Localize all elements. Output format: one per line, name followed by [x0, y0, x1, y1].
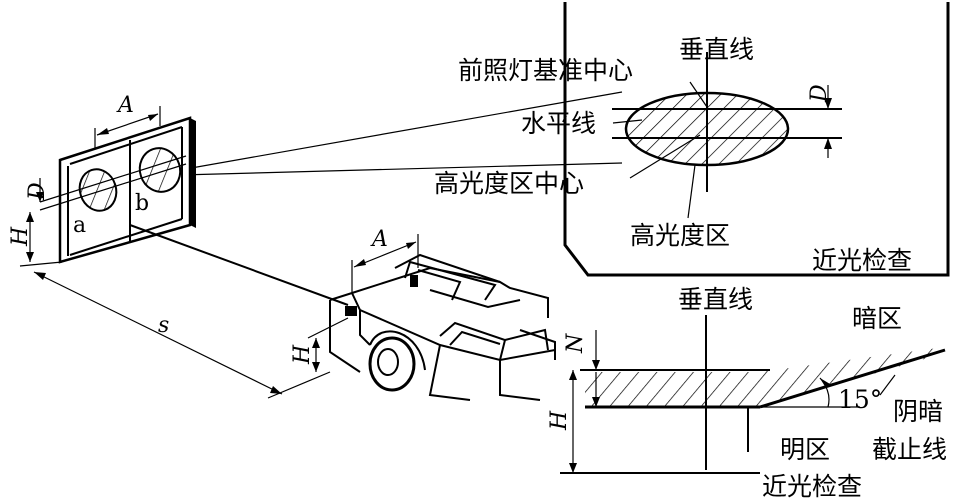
bright-zone-label: 明区: [780, 435, 830, 464]
low-beam-check-label-bottom: 近光检查: [762, 472, 862, 501]
inset-low-beam: 垂直线 15° 暗区 阴暗 截止线 明区 近光检查 N H: [547, 285, 947, 501]
cutoff-line-label-1: 阴暗: [893, 397, 943, 426]
screen-a-label: A: [116, 93, 134, 118]
cutoff-line-label-2: 截止线: [872, 435, 947, 464]
lamp-spot-a: [78, 168, 118, 212]
floor-line: [129, 224, 349, 306]
high-beam-zone-label: 高光度区: [630, 221, 730, 250]
horizontal-line-label: 水平线: [521, 109, 596, 138]
cutoff-15deg: [759, 348, 946, 409]
dark-zone-label: 暗区: [852, 304, 902, 333]
d-label: D: [807, 84, 832, 103]
lamp-b-label: b: [135, 191, 149, 216]
car-headlamp: [345, 306, 357, 316]
lamp-a-label: a: [73, 213, 86, 238]
low-beam-check-label-top: 近光检查: [812, 246, 912, 275]
car-h-label: H: [290, 344, 315, 365]
distance-label: s: [158, 313, 169, 338]
angle-label: 15°: [838, 385, 882, 414]
projection-line-bottom: [179, 162, 623, 176]
lamp-spot-b: [138, 147, 182, 193]
car: A H: [290, 227, 556, 401]
distance-dimension: s: [33, 224, 349, 399]
screen-h-label: H: [8, 226, 33, 247]
vertical-line-label-bottom: 垂直线: [678, 285, 753, 314]
inset-high-beam: D 垂直线 前照灯基准中心 水平线 高光度区中心 高光度区 近光检查: [179, 2, 950, 277]
projection-line-top: [179, 91, 623, 171]
vertical-line-label: 垂直线: [679, 35, 754, 64]
n-label: N: [563, 333, 588, 354]
headlamp-center-label: 前照灯基准中心: [458, 56, 633, 85]
high-beam-center-label: 高光度区中心: [434, 169, 584, 198]
h-label-bottom: H: [547, 410, 572, 431]
aiming-screen: a b A D H: [8, 93, 196, 267]
screen-d-label: D: [25, 182, 50, 201]
car-a-label: A: [370, 227, 388, 252]
distance-line: [33, 271, 283, 395]
